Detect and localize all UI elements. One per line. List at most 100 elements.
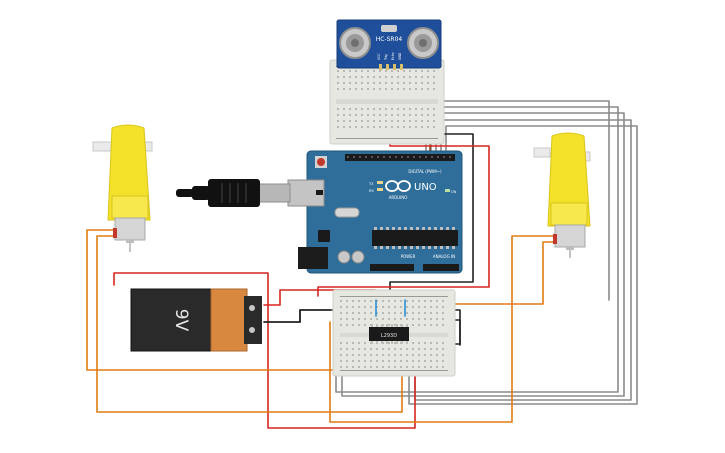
hole bbox=[349, 114, 351, 116]
hole bbox=[376, 341, 378, 344]
hole bbox=[418, 324, 420, 326]
hole bbox=[346, 306, 348, 308]
hole bbox=[371, 156, 373, 158]
hole bbox=[370, 348, 372, 350]
hole bbox=[409, 120, 411, 122]
hole bbox=[349, 108, 351, 110]
hole bbox=[376, 354, 378, 356]
hole bbox=[364, 306, 366, 308]
hole bbox=[440, 227, 443, 230]
hole bbox=[391, 82, 393, 84]
hole bbox=[424, 312, 426, 314]
hole bbox=[436, 348, 438, 350]
hole bbox=[434, 227, 437, 230]
hole bbox=[430, 360, 432, 362]
hole bbox=[379, 82, 381, 84]
hole bbox=[388, 366, 390, 368]
hole bbox=[343, 126, 345, 128]
hole bbox=[409, 76, 411, 78]
hole bbox=[365, 156, 367, 158]
hole bbox=[424, 318, 426, 320]
hole bbox=[377, 156, 379, 158]
hole bbox=[410, 246, 413, 249]
hole bbox=[388, 354, 390, 356]
power-jack bbox=[298, 247, 328, 269]
hole bbox=[433, 88, 435, 90]
hole bbox=[391, 120, 393, 122]
hole bbox=[418, 354, 420, 356]
wire-orange-left-2 bbox=[96, 235, 403, 413]
hole bbox=[385, 76, 387, 78]
hole bbox=[337, 82, 339, 84]
hole bbox=[446, 227, 449, 230]
hole bbox=[346, 300, 348, 302]
atmega-chip bbox=[372, 230, 458, 246]
hole bbox=[406, 341, 408, 344]
hole bbox=[436, 324, 438, 326]
hole bbox=[370, 354, 372, 356]
hole bbox=[427, 126, 429, 128]
hole bbox=[376, 366, 378, 368]
hole bbox=[415, 108, 417, 110]
hole bbox=[385, 70, 387, 72]
hole bbox=[421, 126, 423, 128]
hole bbox=[433, 76, 435, 78]
hole bbox=[397, 126, 399, 128]
hole bbox=[409, 126, 411, 128]
hole bbox=[403, 76, 405, 78]
hole bbox=[371, 324, 373, 327]
motor-left bbox=[92, 124, 153, 252]
hole bbox=[418, 348, 420, 350]
hole bbox=[349, 70, 351, 72]
hole bbox=[337, 108, 339, 110]
bottom-breadboard: L293D bbox=[332, 289, 456, 377]
hole bbox=[407, 156, 409, 158]
hole bbox=[379, 120, 381, 122]
hole bbox=[352, 366, 354, 368]
hole bbox=[394, 360, 396, 362]
hole bbox=[374, 227, 377, 230]
hole bbox=[385, 114, 387, 116]
hole bbox=[337, 126, 339, 128]
hole bbox=[381, 324, 383, 327]
hole bbox=[364, 360, 366, 362]
hole bbox=[343, 88, 345, 90]
hole bbox=[367, 120, 369, 122]
hole bbox=[382, 306, 384, 308]
hole bbox=[397, 88, 399, 90]
hole bbox=[430, 354, 432, 356]
hole bbox=[340, 366, 342, 368]
hole bbox=[374, 246, 377, 249]
hole bbox=[385, 126, 387, 128]
hole bbox=[400, 300, 402, 302]
hole bbox=[446, 246, 449, 249]
hole bbox=[361, 82, 363, 84]
hole bbox=[436, 312, 438, 314]
motor-driver-label: L293D bbox=[381, 333, 397, 339]
hole bbox=[396, 341, 398, 344]
hole bbox=[343, 70, 345, 72]
hole bbox=[400, 360, 402, 362]
hole bbox=[367, 70, 369, 72]
wire-red-loop bbox=[113, 272, 416, 429]
sensor-pin-echo: Echo bbox=[391, 52, 395, 60]
hole bbox=[427, 120, 429, 122]
hole bbox=[436, 306, 438, 308]
hole bbox=[403, 120, 405, 122]
hole bbox=[352, 300, 354, 302]
hole bbox=[382, 354, 384, 356]
hole bbox=[424, 354, 426, 356]
hole bbox=[430, 342, 432, 344]
hole bbox=[430, 306, 432, 308]
hole bbox=[370, 366, 372, 368]
hole bbox=[430, 366, 432, 368]
hole bbox=[430, 300, 432, 302]
hole bbox=[401, 341, 403, 344]
hole bbox=[376, 324, 378, 327]
hole bbox=[400, 354, 402, 356]
hole bbox=[355, 120, 357, 122]
ultrasonic-sensor: HC-SR04 VCC Trig Echo GND bbox=[336, 19, 442, 70]
hole bbox=[425, 156, 427, 158]
hole bbox=[367, 82, 369, 84]
hole bbox=[376, 312, 378, 314]
